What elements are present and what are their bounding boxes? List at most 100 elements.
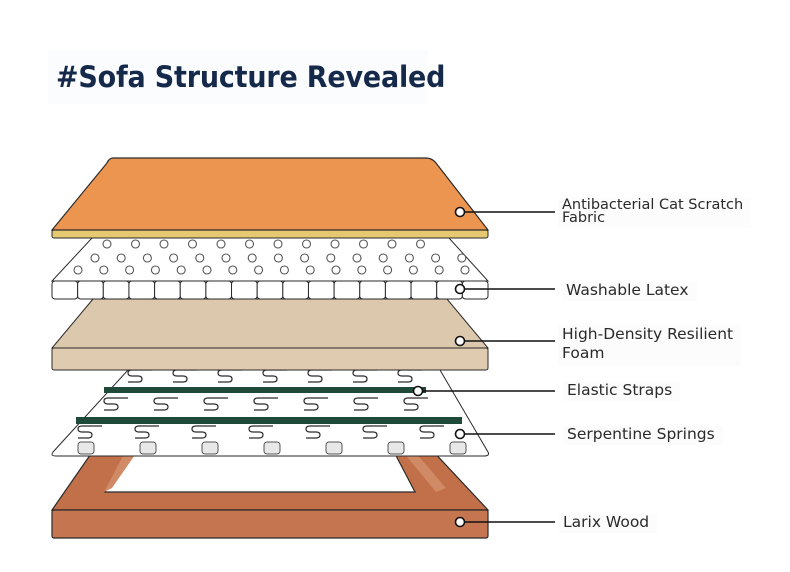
latex-cell xyxy=(384,280,412,300)
serpentine-spring xyxy=(153,397,178,411)
serpentine-spring xyxy=(419,425,444,439)
latex-hole xyxy=(301,239,312,249)
latex-hole xyxy=(273,239,283,249)
latex-hole xyxy=(279,265,289,275)
latex-cell xyxy=(359,280,386,300)
label-latex: Washable Latex xyxy=(562,282,697,301)
spring-clip xyxy=(201,441,219,455)
latex-cell xyxy=(102,280,130,300)
label-fabric: Antibacterial Cat Scratch Fabric xyxy=(558,197,752,228)
serpentine-spring xyxy=(248,425,273,439)
spring-clip xyxy=(77,441,95,455)
label-wood: Larix Wood xyxy=(559,514,658,533)
latex-hole xyxy=(244,239,255,249)
latex-hole xyxy=(300,253,310,263)
latex-hole xyxy=(90,253,100,263)
latex-cell xyxy=(231,280,258,300)
serpentine-spring xyxy=(397,369,422,383)
latex-hole xyxy=(404,253,414,263)
latex-hole xyxy=(457,253,467,263)
latex-cell xyxy=(282,280,309,300)
marker-foam xyxy=(454,335,466,347)
latex-hole xyxy=(221,253,231,263)
latex-cell xyxy=(154,280,181,300)
foam-layer xyxy=(50,298,490,371)
wood-frame-layer xyxy=(50,447,490,539)
title-background xyxy=(48,50,428,104)
latex-hole xyxy=(326,253,336,263)
serpentine-spring xyxy=(77,425,102,439)
latex-hole xyxy=(330,239,340,249)
latex-cell xyxy=(410,280,438,300)
serpentine-spring xyxy=(172,369,197,383)
label-fabric-line1: Antibacterial Cat Scratch xyxy=(562,197,744,213)
latex-hole xyxy=(142,253,152,263)
latex-cell xyxy=(461,280,489,300)
serpentine-spring xyxy=(262,369,287,383)
latex-hole xyxy=(434,265,444,275)
springs-layer xyxy=(51,369,489,457)
latex-hole xyxy=(202,265,212,275)
latex-hole xyxy=(415,239,426,249)
serpentine-spring xyxy=(103,397,128,411)
marker-fabric xyxy=(454,206,466,218)
serpentine-spring xyxy=(134,425,159,439)
latex-hole xyxy=(176,265,186,275)
serpentine-spring xyxy=(203,397,228,411)
latex-cell xyxy=(128,280,156,300)
latex-hole xyxy=(378,253,388,263)
serpentine-spring xyxy=(303,397,328,411)
label-springs: Serpentine Springs xyxy=(563,426,723,445)
label-foam: High-Density Resilient Foam xyxy=(558,324,742,366)
leader-lines xyxy=(418,211,555,523)
serpentine-spring xyxy=(362,425,387,439)
latex-hole xyxy=(216,239,226,249)
serpentine-spring xyxy=(253,397,278,411)
marker-straps xyxy=(412,385,424,397)
latex-hole xyxy=(387,239,397,249)
latex-hole xyxy=(352,253,362,263)
latex-hole xyxy=(195,253,205,263)
latex-hole xyxy=(169,253,179,263)
latex-hole xyxy=(408,265,418,275)
latex-hole xyxy=(247,253,257,263)
spring-clip xyxy=(263,441,281,455)
serpentine-spring xyxy=(353,397,378,411)
spring-clip xyxy=(449,441,467,455)
serpentine-spring xyxy=(305,425,330,439)
latex-cell xyxy=(51,280,79,300)
latex-layer xyxy=(50,237,490,300)
spring-clip xyxy=(387,441,405,455)
latex-cell xyxy=(205,280,233,300)
latex-hole xyxy=(102,239,112,249)
latex-cell xyxy=(256,280,284,300)
marker-wood xyxy=(454,516,466,528)
serpentine-spring xyxy=(191,425,216,439)
latex-cell xyxy=(307,280,335,300)
latex-hole xyxy=(305,265,315,275)
label-foam-line1: High-Density Resilient xyxy=(562,325,734,343)
latex-hole xyxy=(460,265,470,275)
spring-clip xyxy=(325,441,343,455)
latex-hole xyxy=(431,253,441,263)
latex-hole xyxy=(357,265,367,275)
latex-hole xyxy=(228,265,238,275)
latex-cell xyxy=(77,280,104,300)
serpentine-spring xyxy=(352,369,377,383)
latex-hole xyxy=(254,265,264,275)
serpentine-spring xyxy=(307,369,332,383)
fabric-layer xyxy=(50,157,490,239)
latex-hole xyxy=(383,265,393,275)
latex-hole xyxy=(73,265,83,275)
label-straps: Elastic Straps xyxy=(563,382,681,401)
latex-hole xyxy=(159,239,169,249)
latex-cell xyxy=(333,280,361,300)
page-title: #Sofa Structure Revealed xyxy=(56,60,446,94)
label-fabric-line2: Fabric xyxy=(562,210,606,226)
latex-hole xyxy=(150,265,160,275)
serpentine-spring xyxy=(403,397,428,411)
label-foam-line2: Foam xyxy=(562,344,605,362)
serpentine-spring xyxy=(217,369,242,383)
latex-hole xyxy=(125,265,135,275)
